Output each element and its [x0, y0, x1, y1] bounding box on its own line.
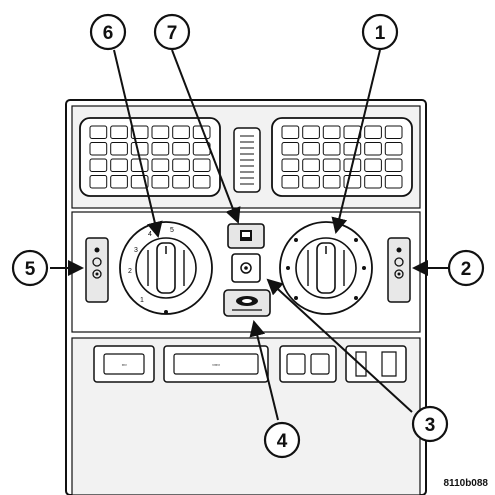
air-vent-icon-right [271, 117, 413, 197]
defrost-button[interactable] [227, 223, 265, 249]
blower-speed-knob[interactable] [119, 221, 213, 315]
ac-button[interactable] [223, 289, 271, 317]
scale-off-dot [164, 310, 168, 314]
scale-label-2: 2 [128, 268, 132, 275]
right-side-switch[interactable] [387, 237, 411, 303]
bottom-switch-right[interactable] [345, 345, 407, 383]
callout-4: 4 [263, 421, 301, 459]
left-side-switch[interactable] [85, 237, 109, 303]
leader-1 [331, 49, 381, 234]
callout-1: 1 [361, 13, 399, 51]
callout-3-label: 3 [425, 415, 436, 436]
recirculation-knob[interactable] [231, 253, 261, 283]
air-vent-icon-left [79, 117, 221, 197]
leader-6 [113, 49, 163, 238]
bottom-switch-pair[interactable] [279, 345, 337, 383]
callout-6: 6 [89, 13, 127, 51]
scale-label-5: 5 [170, 227, 174, 234]
scale-label-3: 3 [134, 247, 138, 254]
callout-1-label: 1 [375, 23, 386, 44]
callout-7-label: 7 [167, 23, 178, 44]
scale-label-4: 4 [148, 231, 152, 238]
callout-2: 2 [447, 249, 485, 287]
bottom-switch-center[interactable]: ▫▫▫ [163, 345, 269, 383]
callout-3: 3 [411, 405, 449, 443]
bottom-switch-center-label: ▫▫▫ [212, 362, 219, 369]
center-vent-icon [233, 127, 261, 193]
leader-4 [249, 320, 279, 421]
leader-7 [171, 49, 241, 224]
callout-5: 5 [11, 249, 49, 287]
leader-3 [266, 278, 413, 413]
callout-5-label: 5 [25, 259, 36, 280]
scale-label-1: 1 [140, 297, 144, 304]
figure-code: 8110b088 [444, 478, 489, 489]
bottom-switch-left[interactable]: ▫▫ [93, 345, 155, 383]
callout-7: 7 [153, 13, 191, 51]
mode-knob[interactable] [279, 221, 373, 315]
leader-lines [50, 49, 448, 421]
callout-6-label: 6 [103, 23, 114, 44]
callout-4-label: 4 [277, 431, 288, 452]
callout-2-label: 2 [461, 259, 472, 280]
bottom-switch-left-label: ▫▫ [122, 362, 127, 369]
